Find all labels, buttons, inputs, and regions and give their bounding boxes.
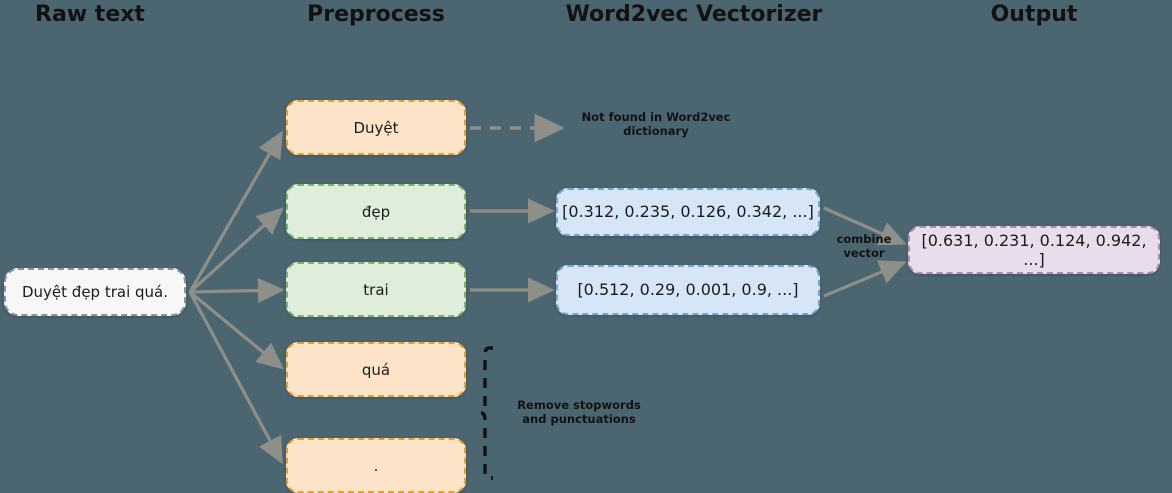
column-header-word2vec-vectorizer: Word2vec Vectorizer — [565, 2, 823, 27]
token-box-duyet[interactable]: Duyệt — [286, 100, 466, 155]
arrow-raw-to-qua — [188, 290, 284, 370]
output-vector-box[interactable]: [0.631, 0.231, 0.124, 0.942, ...] — [908, 226, 1160, 274]
column-header-preprocess: Preprocess — [307, 2, 445, 27]
token-box-qua[interactable]: quá — [286, 342, 466, 397]
token-box-punctuation[interactable]: . — [286, 438, 466, 493]
vector-box-trai[interactable]: [0.512, 0.29, 0.001, 0.9, ...] — [556, 265, 820, 315]
arrow-raw-to-dot — [188, 291, 283, 465]
raw-text-box[interactable]: Duyệt đẹp trai quá. — [4, 268, 186, 316]
arrow-raw-to-duyet — [188, 130, 283, 293]
column-header-raw-text: Raw text — [35, 2, 145, 27]
arrow-raw-to-trai — [189, 278, 285, 303]
token-box-dep[interactable]: đẹp — [286, 184, 466, 239]
column-header-output: Output — [990, 2, 1078, 27]
combine-vector-label: combine vector — [836, 232, 892, 261]
remove-stopwords-label: Remove stopwords and punctuations — [517, 398, 641, 427]
arrow-vector2-to-output — [823, 260, 907, 298]
not-found-label: Not found in Word2vec dictionary — [581, 110, 731, 139]
vector-box-dep[interactable]: [0.312, 0.235, 0.126, 0.342, ...] — [556, 188, 820, 236]
fanout-arrows — [188, 130, 285, 465]
stopwords-brace — [480, 346, 493, 480]
arrow-raw-to-dep — [188, 207, 284, 294]
token-box-trai[interactable]: trai — [286, 262, 466, 317]
